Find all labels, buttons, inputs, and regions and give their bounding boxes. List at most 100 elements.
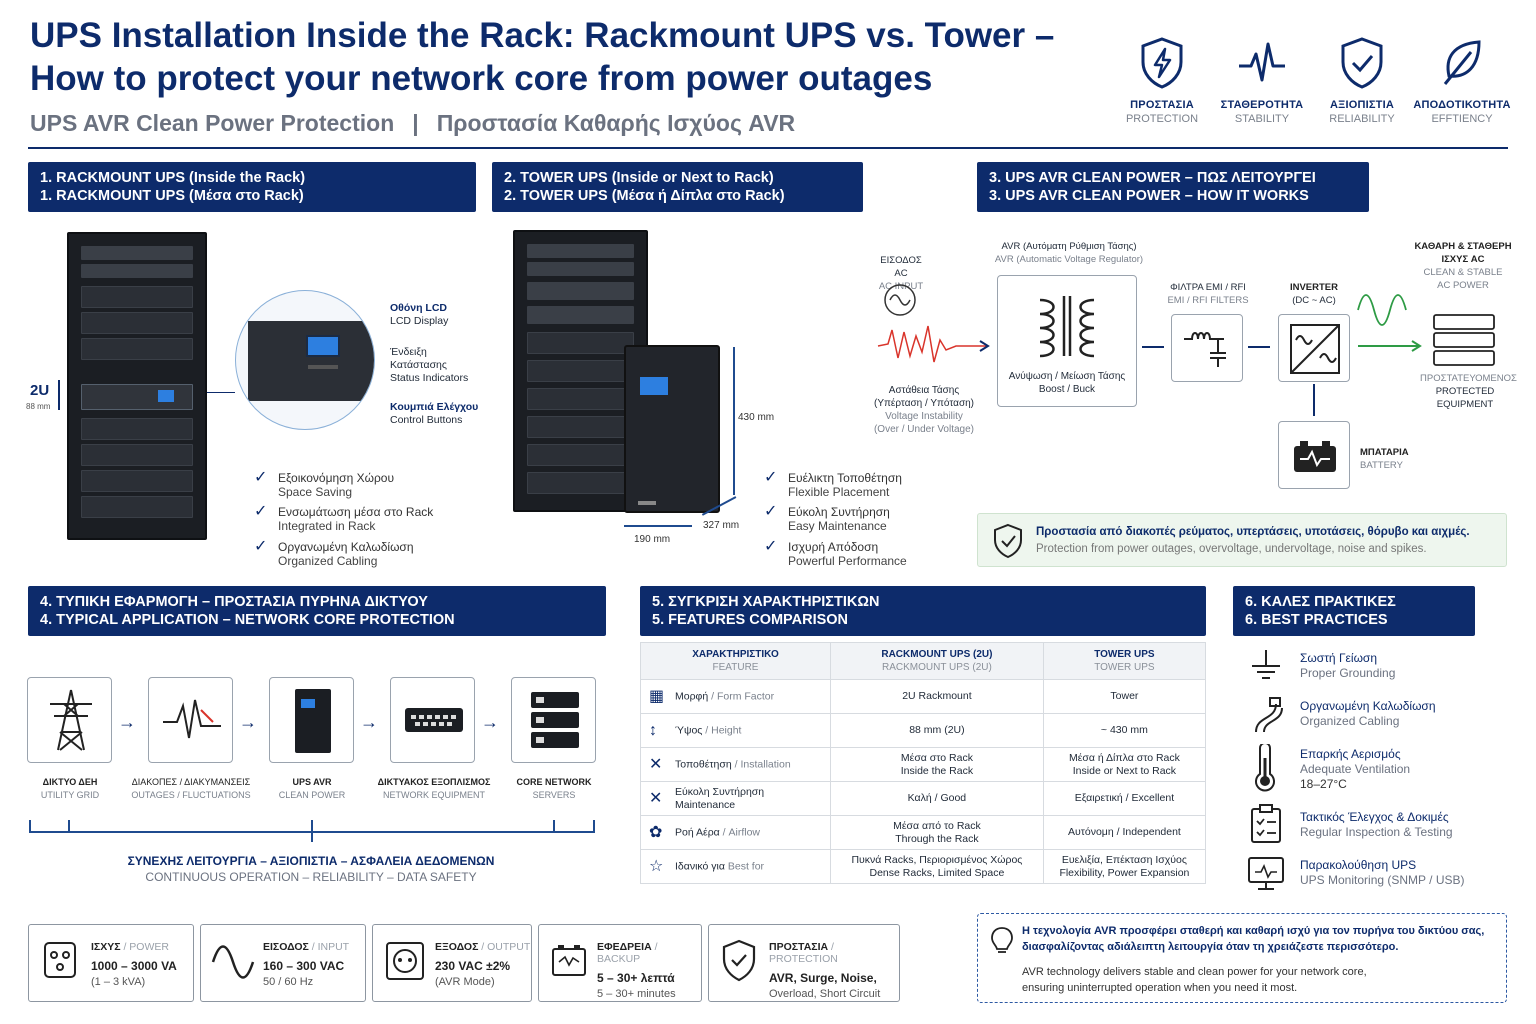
spec-value-2: 5 – 30+ minutes (597, 988, 676, 1000)
spec-title: ΠΡΟΣΤΑΣΙΑ / PROTECTION (769, 941, 899, 965)
tools-icon: ✕ (649, 755, 663, 773)
feature-cell: ☆Ιδανικό για Best for (640, 849, 831, 884)
clean-wave-icon (1357, 294, 1422, 352)
section-6-title-en: 6. BEST PRACTICES (1245, 612, 1388, 628)
feature-en: / Form Factor (708, 690, 775, 703)
section-1-title-gr: 1. RACKMOUNT UPS (Μέσα στο Rack) (40, 188, 304, 204)
tip-gr-2: διασφαλίζοντας αδιάλειπτη λειτουργία ότα… (1022, 941, 1399, 953)
chain-box-ups (269, 677, 354, 763)
rackmount-value: Καλή / Good (907, 792, 967, 804)
protected-equipment-label: ΠΡΟΣΤΑΤΕΥΟΜΕΝΟΣ PROTECTED EQUIPMENT (1420, 372, 1517, 411)
clean-gr-1: ΚΑΘΑΡΗ & ΣΤΑΘΕΡΗ (1414, 241, 1512, 252)
section-4-header: 4. ΤΥΠΙΚΗ ΕΦΑΡΜΟΓΗ – ΠΡΟΣΤΑΣΙΑ ΠΥΡΗΝΑ ΔΙ… (28, 586, 606, 636)
power-tower-icon (50, 689, 92, 751)
height-icon: ↕ (649, 721, 657, 739)
chain-footer-gr: ΣΥΝΕΧΗΣ ΛΕΙΤΟΥΡΓΙΑ – ΑΞΙΟΠΙΣΤΙΑ – ΑΣΦΑΛΕ… (127, 854, 495, 868)
rackmount-value-en: Dense Racks, Limited Space (869, 866, 1005, 879)
spec-value-2: 50 / 60 Hz (263, 976, 314, 988)
rack-unit (81, 286, 193, 308)
chain-arrow: → (118, 712, 136, 732)
section-3-header: 3. UPS AVR CLEAN POWER – ΠΩΣ ΛΕΙΤΟΥΡΓΕΙ … (977, 162, 1369, 212)
check-en: Integrated in Rack (278, 519, 376, 533)
filter-icon (1184, 332, 1226, 367)
rack-unit (527, 416, 634, 438)
inverter-title: INVERTER (1289, 282, 1339, 293)
rack-unit (81, 246, 193, 260)
chain-box-network (390, 677, 475, 763)
tower-width-dimension (624, 525, 692, 527)
inverter-label: INVERTER(DC ~ AC) (1282, 281, 1346, 307)
header-icon-label-en: EFFTIENCY (1431, 113, 1493, 125)
tower-value: Εξαιρετική / Excellent (1074, 792, 1175, 804)
rackmount-value: Πυκνά Racks, Περιορισμένος Χώρος (851, 853, 1023, 866)
table-row: ▦Μορφή / Form Factor 2U Rackmount Tower (640, 679, 1207, 714)
header-icon-label-gr: ΑΞΙΟΠΙΣΤΙΑ (1330, 99, 1394, 111)
pulse-icon (1239, 42, 1285, 82)
tower-value-en: Inside or Next to Rack (1072, 764, 1177, 777)
check-gr: Εύκολη Συντήρηση (788, 505, 890, 519)
rackmount-value-en: Through the Rack (895, 832, 979, 845)
flow-arrow (1248, 346, 1270, 348)
spec-title: ΙΣΧΥΣ / POWER (91, 941, 177, 953)
feature-gr: Εύκολη Συντήρηση (675, 785, 765, 798)
outlet-icon (44, 942, 76, 978)
chain-footer-en: CONTINUOUS OPERATION – RELIABILITY – DAT… (145, 870, 477, 884)
spec-value: 160 – 300 VAC (263, 959, 345, 973)
chain-label-gr: ΔΙΑΚΟΠΕΣ / ΔΙΑΚΥΜΑΝΣΕΙΣ (131, 777, 251, 787)
feature-cell: ▦Μορφή / Form Factor (640, 679, 831, 714)
rack-unit (527, 332, 634, 354)
ups-buttons-zoom (308, 365, 338, 369)
tower-ups-lcd (640, 377, 668, 395)
rack-unit (81, 470, 193, 492)
section-4-title-gr: 4. ΤΥΠΙΚΗ ΕΦΑΡΜΟΓΗ – ΠΡΟΣΤΑΣΙΑ ΠΥΡΗΝΑ ΔΙ… (40, 594, 428, 610)
header-en: TOWER UPS (1094, 662, 1155, 673)
tower-cell: Tower (1042, 679, 1207, 714)
tower-ups-logo (638, 501, 656, 505)
rackmount-ups-unit (81, 384, 193, 410)
rack-unit (527, 360, 634, 382)
instability-en-2: (Over / Under Voltage) (873, 424, 975, 435)
table-row: ☆Ιδανικό για Best for Πυκνά Racks, Περιο… (640, 849, 1207, 884)
feature-cell: ✕Τοποθέτηση / Installation (640, 747, 831, 782)
rackmount-cell: 2U Rackmount (830, 679, 1044, 714)
tower-cell: ~ 430 mm (1042, 713, 1207, 748)
clean-en-2: AC POWER (1437, 280, 1489, 291)
callout-gr: Οθόνη LCD (390, 302, 448, 314)
check-icon: ✓ (764, 469, 778, 486)
spec-title-gr: ΠΡΟΣΤΑΣΙΑ (769, 941, 829, 953)
check-en: Organized Cabling (278, 554, 378, 568)
spec-title-en: / INPUT (308, 941, 350, 953)
callout-gr: Ένδειξη (390, 346, 427, 358)
subtitle-en: UPS AVR Clean Power Protection (30, 110, 395, 136)
shield-check-icon (994, 523, 1022, 559)
star-icon: ☆ (649, 857, 664, 875)
ups-lcd-zoom (306, 335, 340, 357)
header-icon-label-en: STABILITY (1234, 113, 1290, 125)
ups-icon (295, 689, 331, 753)
chain-label-gr: CORE NETWORK (516, 777, 592, 787)
server-rack-2 (513, 230, 648, 512)
avr-gr: AVR (Αυτόματη Ρύθμιση Τάσης) (1001, 241, 1137, 252)
tower-value: Ευελιξία, Επέκταση Ισχύος (1061, 853, 1187, 866)
practice-extra: 18–27°C (1300, 777, 1347, 791)
battery-link-arrow (1313, 384, 1315, 416)
spec-title-en: / OUTPUT (478, 941, 531, 953)
tip-en-1: AVR technology delivers stable and clean… (1022, 966, 1367, 978)
spec-card-input: ΕΙΣΟΔΟΣ / INPUT 160 – 300 VAC 50 / 60 Hz (200, 924, 366, 1002)
header-en: RACKMOUNT UPS (2U) (882, 662, 992, 673)
rackmount-value-en: Inside the Rack (900, 764, 974, 777)
